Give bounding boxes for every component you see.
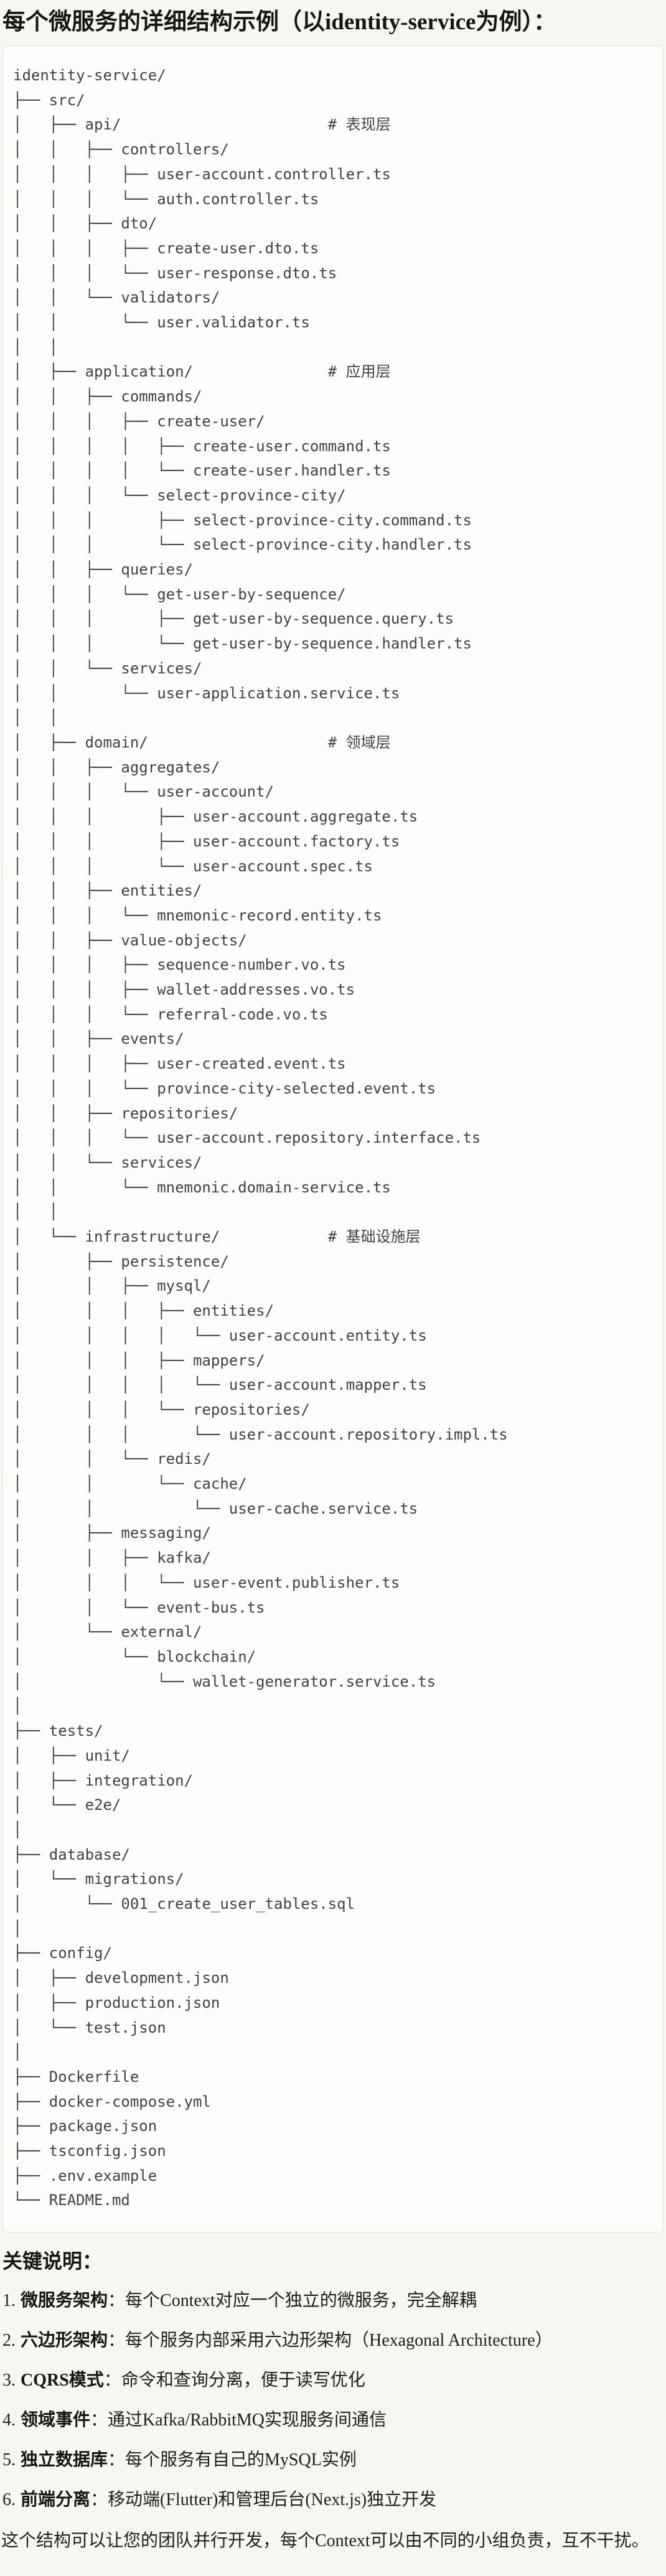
item-label: 独立数据库 [21, 2450, 108, 2470]
item-desc: 每个服务有自己的MySQL实例 [125, 2450, 357, 2470]
note-item-2: 2.六边形架构：每个服务内部采用六边形架构（Hexagonal Architec… [2, 2328, 664, 2353]
item-number: 6. [2, 2490, 16, 2510]
item-colon: ： [90, 2490, 108, 2510]
item-colon: ： [103, 2371, 121, 2391]
page-title: 每个微服务的详细结构示例（以identity-service为例）： [2, 9, 556, 35]
item-label: 微服务架构 [21, 2291, 108, 2311]
item-label: CQRS模式 [21, 2371, 104, 2391]
code-block: identity-service/ ├── src/ │ ├── api/ # … [2, 45, 664, 2233]
item-number: 3. [2, 2371, 16, 2391]
item-desc: 每个Context对应一个独立的微服务，完全解耦 [125, 2291, 477, 2311]
note-item-5: 5.独立数据库：每个服务有自己的MySQL实例 [2, 2448, 664, 2473]
note-item-6: 6.前端分离：移动端(Flutter)和管理后台(Next.js)独立开发 [2, 2488, 664, 2513]
item-label: 前端分离 [21, 2490, 91, 2510]
note-item-4: 4.领域事件：通过Kafka/RabbitMQ实现服务间通信 [2, 2408, 664, 2433]
directory-tree: identity-service/ ├── src/ │ ├── api/ # … [13, 67, 508, 2209]
item-label: 领域事件 [21, 2410, 91, 2430]
note-item-1: 1.微服务架构：每个Context对应一个独立的微服务，完全解耦 [2, 2288, 664, 2313]
notes-heading: 关键说明： [2, 2250, 103, 2273]
item-colon: ： [108, 2450, 126, 2470]
item-colon: ： [90, 2410, 108, 2430]
item-colon: ： [108, 2291, 126, 2311]
item-colon: ： [108, 2331, 126, 2351]
item-number: 1. [2, 2291, 16, 2311]
item-label: 六边形架构 [21, 2331, 108, 2351]
item-number: 5. [2, 2450, 16, 2470]
note-item-3: 3.CQRS模式：命令和查询分离，便于读写优化 [2, 2368, 664, 2393]
item-number: 2. [2, 2331, 16, 2351]
item-desc: 命令和查询分离，便于读写优化 [121, 2371, 365, 2391]
item-desc: 通过Kafka/RabbitMQ实现服务间通信 [108, 2410, 387, 2430]
item-desc: 每个服务内部采用六边形架构（Hexagonal Architecture） [125, 2331, 553, 2351]
closing-paragraph: 这个结构可以让您的团队并行开发，每个Context可以由不同的小组负责，互不干扰… [1, 2531, 649, 2551]
item-desc: 移动端(Flutter)和管理后台(Next.js)独立开发 [108, 2490, 437, 2510]
item-number: 4. [2, 2410, 16, 2430]
